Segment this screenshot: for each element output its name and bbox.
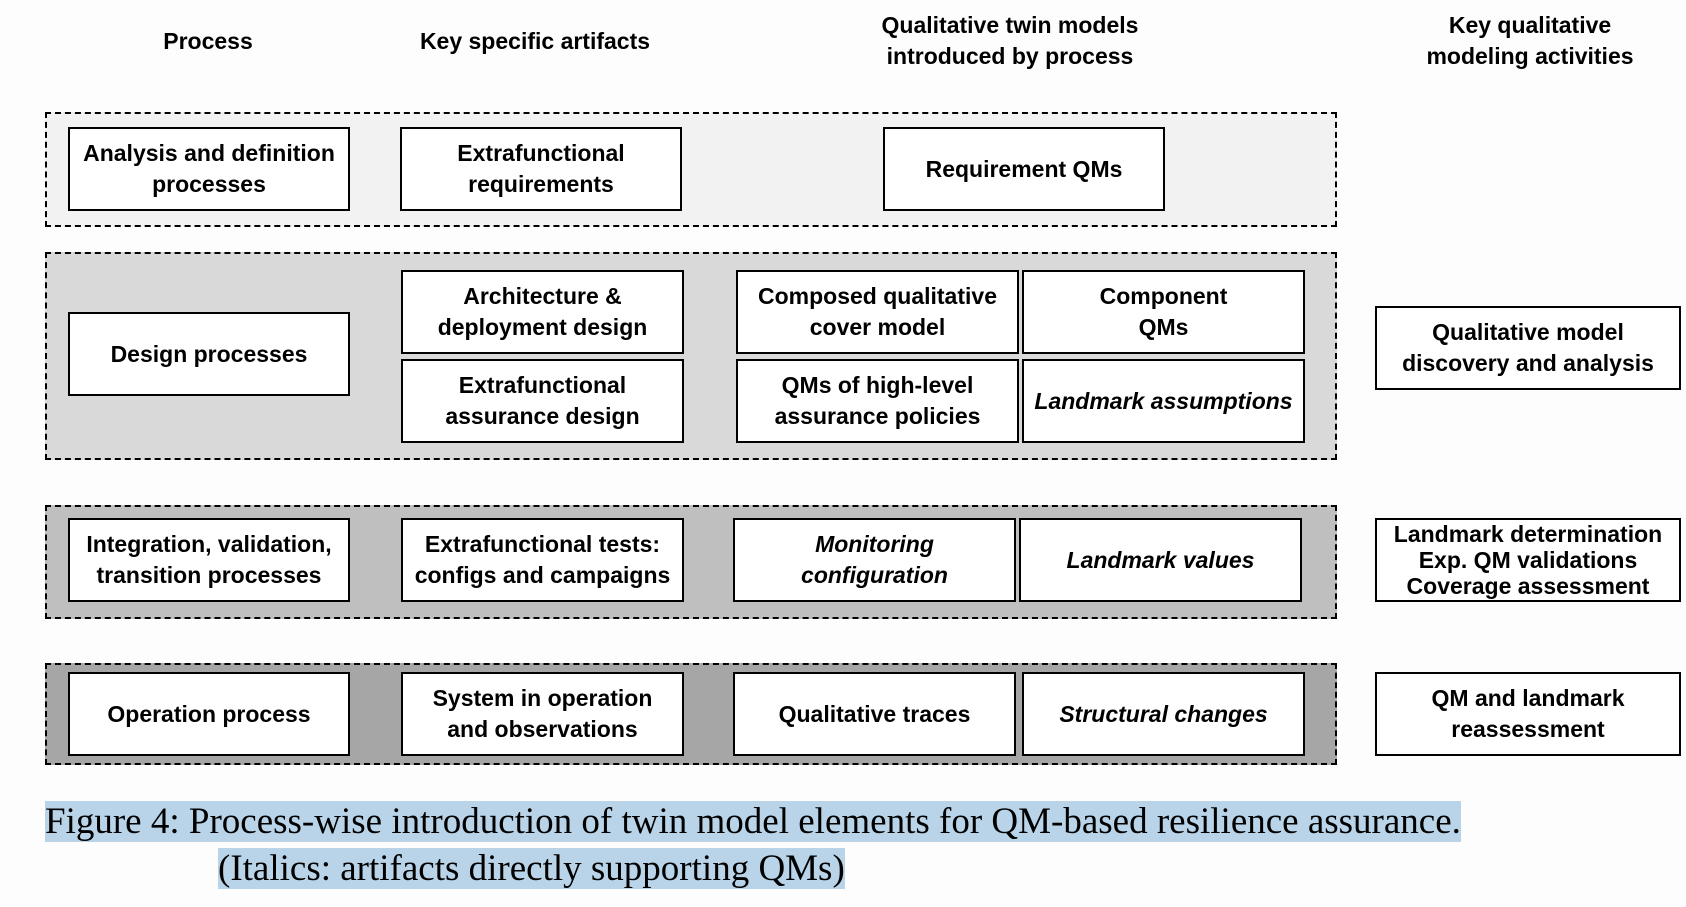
figure-caption-line-2: (Italics: artifacts directly supporting … — [218, 846, 845, 892]
model-box-component-qms: Component QMs — [1022, 270, 1305, 354]
model-box-structural-changes: Structural changes — [1022, 672, 1305, 756]
process-box-analysis: Analysis and definition processes — [68, 127, 350, 211]
process-box-design: Design processes — [68, 312, 350, 396]
model-box-high-level-policies: QMs of high-level assurance policies — [736, 359, 1019, 443]
figure-caption-line-1: Figure 4: Process-wise introduction of t… — [45, 799, 1461, 845]
caption-text-2: (Italics: artifacts directly supporting … — [218, 848, 845, 889]
model-box-monitoring-configuration: Monitoring configuration — [733, 518, 1016, 602]
activity-box-qm-reassessment: QM and landmark reassessment — [1375, 672, 1681, 756]
artifact-box-system-in-operation: System in operation and observations — [401, 672, 684, 756]
header-process: Process — [163, 28, 253, 54]
caption-text-1: Figure 4: Process-wise introduction of t… — [45, 801, 1461, 842]
artifact-box-extrafunctional-requirements: Extrafunctional requirements — [400, 127, 682, 211]
artifact-box-architecture-design: Architecture & deployment design — [401, 270, 684, 354]
header-activities: Key qualitative modeling activities — [1426, 12, 1634, 69]
model-box-composed-cover-model: Composed qualitative cover model — [736, 270, 1019, 354]
artifact-box-extrafunctional-tests: Extrafunctional tests: configs and campa… — [401, 518, 684, 602]
model-box-requirement-qms: Requirement QMs — [883, 127, 1165, 211]
header-artifacts: Key specific artifacts — [419, 28, 651, 54]
artifact-box-assurance-design: Extrafunctional assurance design — [401, 359, 684, 443]
model-box-landmark-values: Landmark values — [1019, 518, 1302, 602]
activity-box-model-discovery: Qualitative model discovery and analysis — [1375, 306, 1681, 390]
process-box-operation: Operation process — [68, 672, 350, 756]
header-twin-models: Qualitative twin models introduced by pr… — [881, 12, 1139, 69]
model-box-landmark-assumptions: Landmark assumptions — [1022, 359, 1305, 443]
activity-box-landmark-determination: Landmark determination Exp. QM validatio… — [1375, 518, 1681, 602]
model-box-qualitative-traces: Qualitative traces — [733, 672, 1016, 756]
process-box-integration: Integration, validation, transition proc… — [68, 518, 350, 602]
